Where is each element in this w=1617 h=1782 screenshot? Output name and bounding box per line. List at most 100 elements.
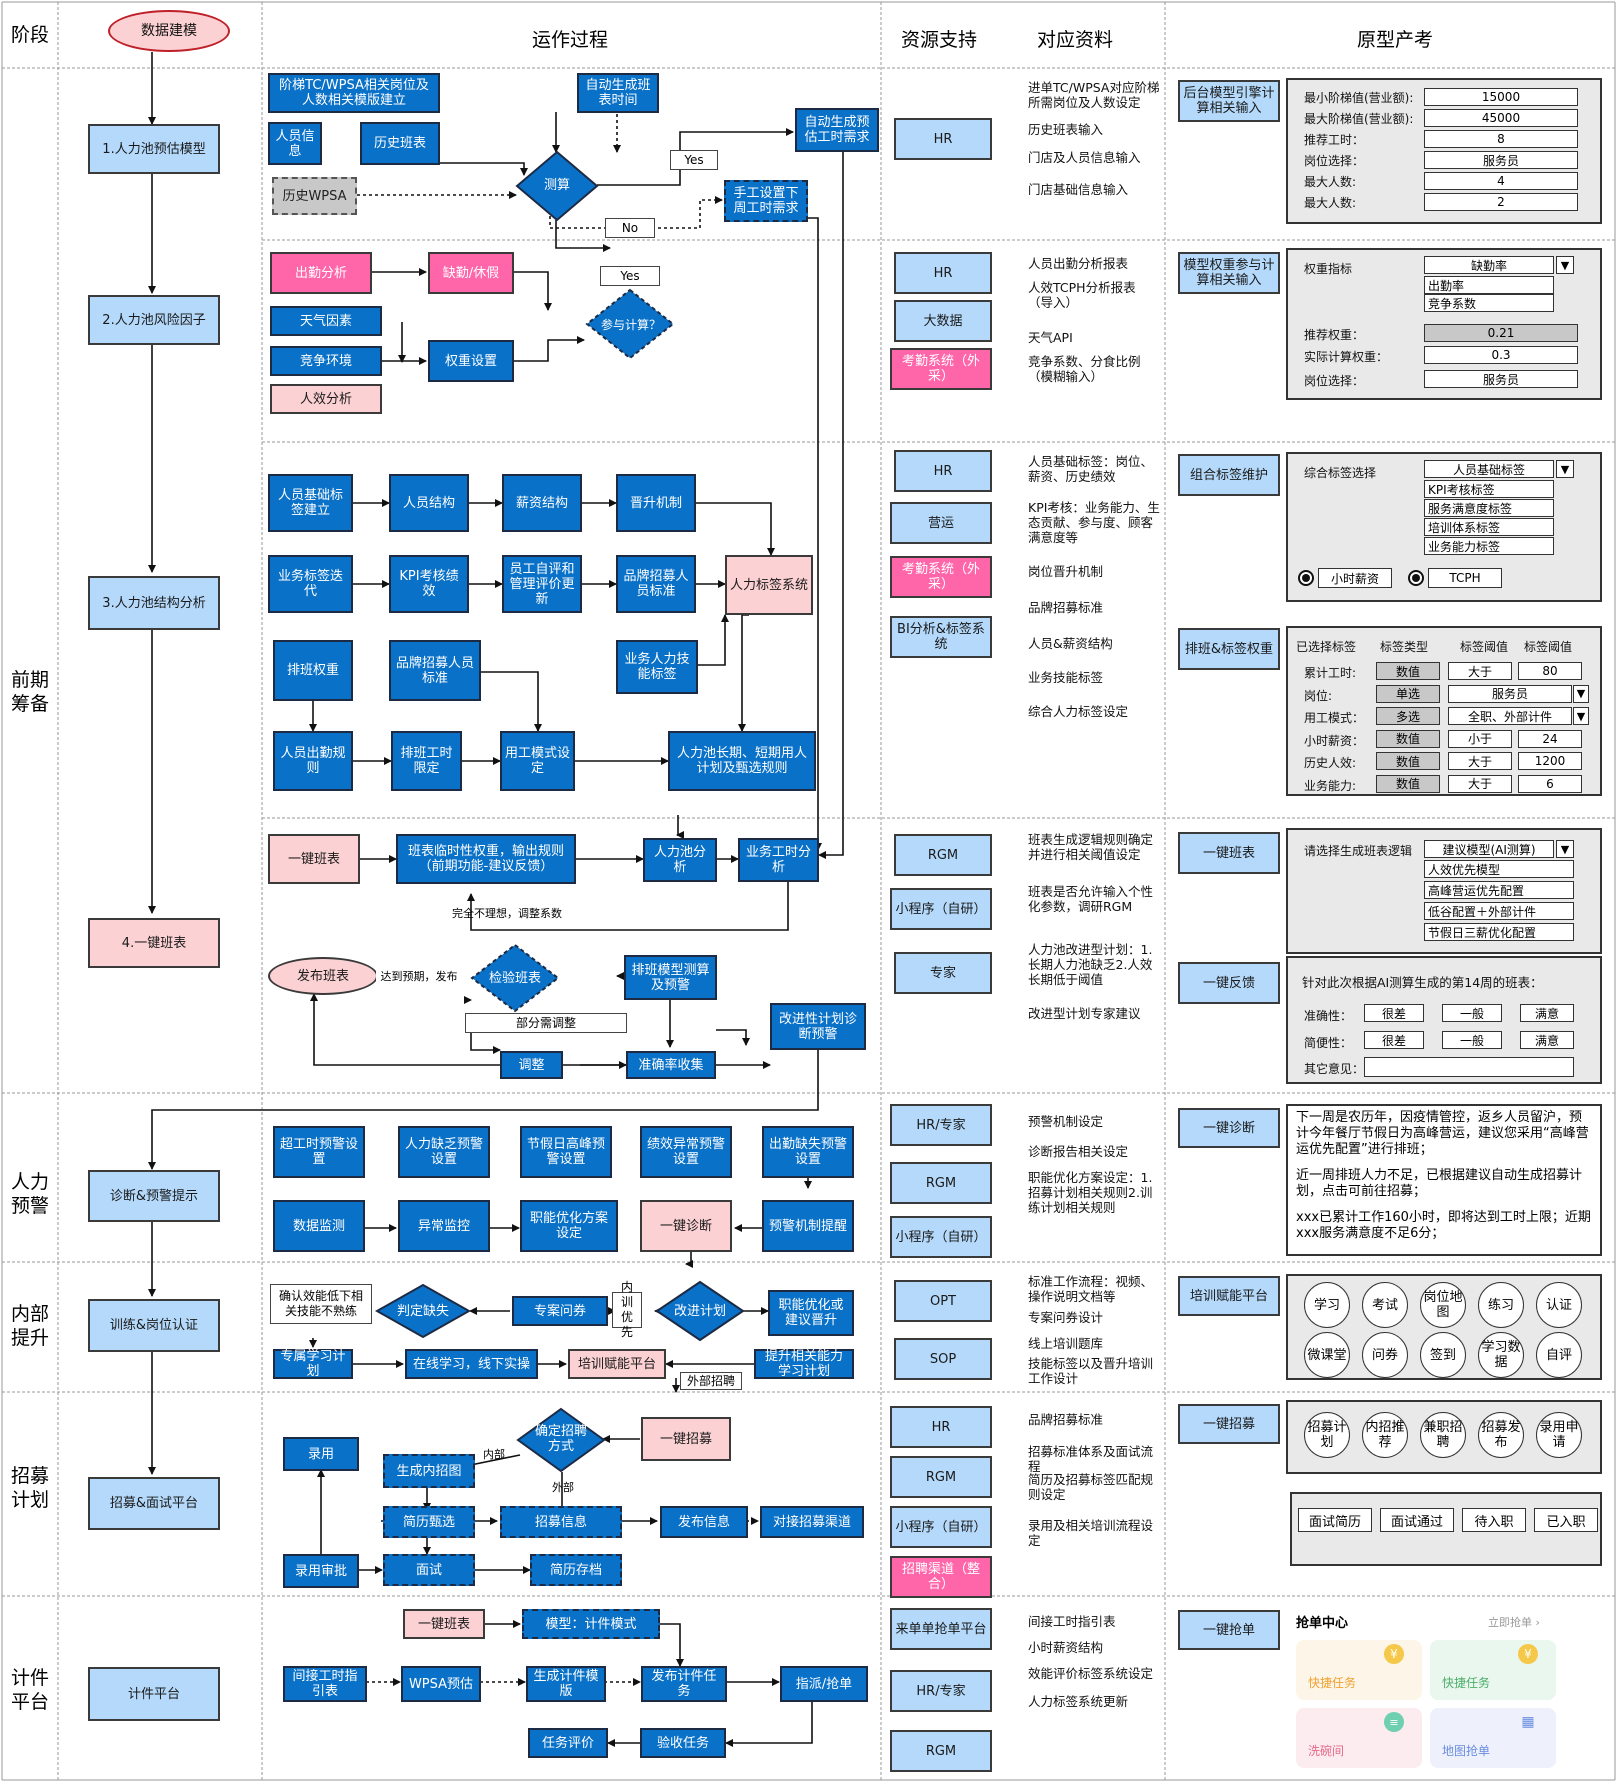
schedule-logic-option-3[interactable]: 节假日三薪优化配置: [1424, 923, 1574, 941]
interview-tab-0[interactable]: 面试简历: [1298, 1508, 1372, 1532]
schedule-tag-op-0[interactable]: 大于: [1448, 662, 1512, 680]
feedback-ease-good[interactable]: 满意: [1520, 1031, 1574, 1049]
node-interview: 面试: [383, 1554, 475, 1586]
feedback-ease-ok[interactable]: 一般: [1442, 1031, 1502, 1049]
schedule-logic-select[interactable]: 建议模型(AI测算): [1424, 840, 1554, 858]
engine-input-1[interactable]: 45000: [1424, 109, 1578, 127]
material-m7-1: 招募标准体系及面试流程: [1028, 1444, 1154, 1474]
weight-option-2[interactable]: 竞争系数: [1424, 294, 1554, 312]
weight-indicator-select[interactable]: 缺勤率: [1424, 256, 1554, 274]
schedule-tag-value-4[interactable]: 1200: [1518, 752, 1582, 770]
training-item-0[interactable]: 学习: [1304, 1282, 1350, 1328]
radio-hourly-label[interactable]: 小时薪资: [1318, 568, 1392, 588]
training-item-3[interactable]: 练习: [1478, 1282, 1524, 1328]
node-overtime-warning: 超工时预警设置: [273, 1126, 365, 1178]
weight-actual-input[interactable]: 0.3: [1424, 346, 1578, 364]
interview-tab-2[interactable]: 待入职: [1462, 1508, 1526, 1532]
schedule-tag-value-0[interactable]: 80: [1518, 662, 1582, 680]
node-wpsa-forecast: WPSA预估: [401, 1666, 481, 1702]
decision-recruit-method: [516, 1407, 606, 1473]
node-data-monitor: 数据监测: [273, 1200, 365, 1252]
node-competition: 竞争环境: [270, 346, 382, 376]
tag-option-3[interactable]: 业务能力标签: [1424, 537, 1554, 555]
resource-g8-0: 来单单抢单平台: [890, 1608, 992, 1650]
engine-input-3[interactable]: 服务员: [1424, 151, 1578, 169]
schedule-tag-op-5[interactable]: 大于: [1448, 774, 1512, 793]
feedback-accuracy-ok[interactable]: 一般: [1442, 1004, 1502, 1022]
grab-card-map[interactable]: ▦ 地图抢单: [1430, 1708, 1556, 1768]
grab-card-quick-2[interactable]: ¥ 快捷任务: [1430, 1640, 1556, 1700]
decision-improve: [655, 1280, 745, 1342]
radio-tcph[interactable]: [1408, 570, 1424, 586]
schedule-tag-op-3[interactable]: 小于: [1448, 729, 1512, 748]
tag-option-1[interactable]: 服务满意度标签: [1424, 499, 1554, 517]
weight-option-1[interactable]: 出勤率: [1424, 276, 1554, 294]
engine-input-2[interactable]: 8: [1424, 130, 1578, 148]
node-assign-grab: 指派/抢单: [780, 1666, 868, 1702]
recruit-item-2[interactable]: 兼职招聘: [1420, 1412, 1466, 1458]
chevron-down-icon[interactable]: ▼: [1556, 460, 1574, 478]
yen-icon: ¥: [1384, 1644, 1404, 1664]
node-one-click-schedule-2: 一键班表: [403, 1609, 485, 1639]
schedule-tag-type-3: 数值: [1376, 729, 1440, 748]
training-item-8[interactable]: 学习数据: [1478, 1332, 1524, 1378]
engine-input-5[interactable]: 2: [1424, 193, 1578, 211]
interview-tab-1[interactable]: 面试通过: [1380, 1508, 1454, 1532]
weight-post-select[interactable]: 服务员: [1424, 370, 1578, 388]
schedule-logic-option-0[interactable]: 人效优先模型: [1424, 860, 1574, 878]
node-online-learning: 在线学习，线下实操: [405, 1349, 538, 1379]
radio-tcph-label[interactable]: TCPH: [1428, 568, 1502, 588]
schedule-logic-option-1[interactable]: 高峰营运优先配置: [1424, 881, 1574, 899]
chevron-down-icon[interactable]: ▼: [1573, 707, 1589, 725]
training-item-9[interactable]: 自评: [1536, 1332, 1582, 1378]
decision-calculate: [515, 150, 599, 222]
feedback-accuracy-good[interactable]: 满意: [1520, 1004, 1574, 1022]
interview-tab-3[interactable]: 已入职: [1534, 1508, 1598, 1532]
recruit-item-4[interactable]: 录用申请: [1536, 1412, 1582, 1458]
chevron-down-icon[interactable]: ▼: [1556, 256, 1574, 274]
training-item-2[interactable]: 岗位地图: [1420, 1282, 1466, 1328]
grab-now-link[interactable]: 立即抢单 ›: [1488, 1614, 1540, 1630]
node-brand-standard-2: 品牌招募人员标准: [389, 640, 481, 701]
node-channel: 对接招募渠道: [760, 1506, 864, 1538]
left-step-risk-factor: 2.人力池风险因子: [88, 295, 220, 345]
schedule-logic-option-2[interactable]: 低谷配置＋外部计件: [1424, 902, 1574, 920]
grab-card-dish[interactable]: ≡ 洗碗间: [1296, 1708, 1422, 1768]
schedule-tag-value-5[interactable]: 6: [1518, 774, 1582, 793]
schedule-tag-select-2[interactable]: 全职、外部计件: [1448, 707, 1572, 725]
training-item-5[interactable]: 微课堂: [1304, 1332, 1350, 1378]
engine-input-4[interactable]: 4: [1424, 172, 1578, 190]
node-task-accept: 验收任务: [640, 1728, 726, 1758]
recruit-item-3[interactable]: 招募发布: [1478, 1412, 1524, 1458]
chevron-down-icon[interactable]: ▼: [1573, 684, 1589, 703]
schedule-tag-value-3[interactable]: 24: [1518, 729, 1582, 748]
tag-option-2[interactable]: 培训体系标签: [1424, 518, 1554, 536]
node-hire: 录用: [283, 1437, 359, 1471]
feedback-accuracy-bad[interactable]: 很差: [1364, 1004, 1424, 1022]
node-one-click-schedule: 一键班表: [268, 834, 360, 884]
resource-g2-2: 考勤系统（外采）: [890, 348, 992, 390]
node-internal-map: 生成内招图: [383, 1454, 475, 1488]
feedback-other-input[interactable]: [1364, 1057, 1574, 1077]
schedule-tag-select-1[interactable]: 服务员: [1448, 684, 1572, 703]
chevron-down-icon[interactable]: ▼: [1556, 840, 1574, 858]
training-item-7[interactable]: 签到: [1420, 1332, 1466, 1378]
diagnosis-text-2[interactable]: 近一周排班人力不足，已根据建议自动生成招募计划，点击可前往招募；: [1296, 1168, 1583, 1199]
decision-check-label: 检验班表: [488, 970, 541, 986]
recruit-item-1[interactable]: 内招推荐: [1362, 1412, 1408, 1458]
grab-card-quick-1[interactable]: ¥ 快捷任务: [1296, 1640, 1422, 1700]
engine-input-0[interactable]: 15000: [1424, 88, 1578, 106]
feedback-ease-bad[interactable]: 很差: [1364, 1031, 1424, 1049]
resource-g3-0: HR: [894, 450, 992, 492]
training-item-4[interactable]: 认证: [1536, 1282, 1582, 1328]
tag-option-0[interactable]: KPI考核标签: [1424, 480, 1554, 498]
weight-post-label: 岗位选择：: [1304, 374, 1365, 388]
schedule-tag-op-4[interactable]: 大于: [1448, 752, 1512, 770]
recruit-item-0[interactable]: 招募计划: [1304, 1412, 1350, 1458]
tag-combo-select[interactable]: 人员基础标签: [1424, 460, 1554, 478]
training-item-1[interactable]: 考试: [1362, 1282, 1408, 1328]
material-m4-1: 班表是否允许输入个性化参数，调研RGM: [1028, 884, 1154, 914]
training-item-6[interactable]: 问券: [1362, 1332, 1408, 1378]
proto-title-weight: 模型权重参与计算相关输入: [1178, 252, 1280, 294]
radio-hourly[interactable]: [1298, 570, 1314, 586]
